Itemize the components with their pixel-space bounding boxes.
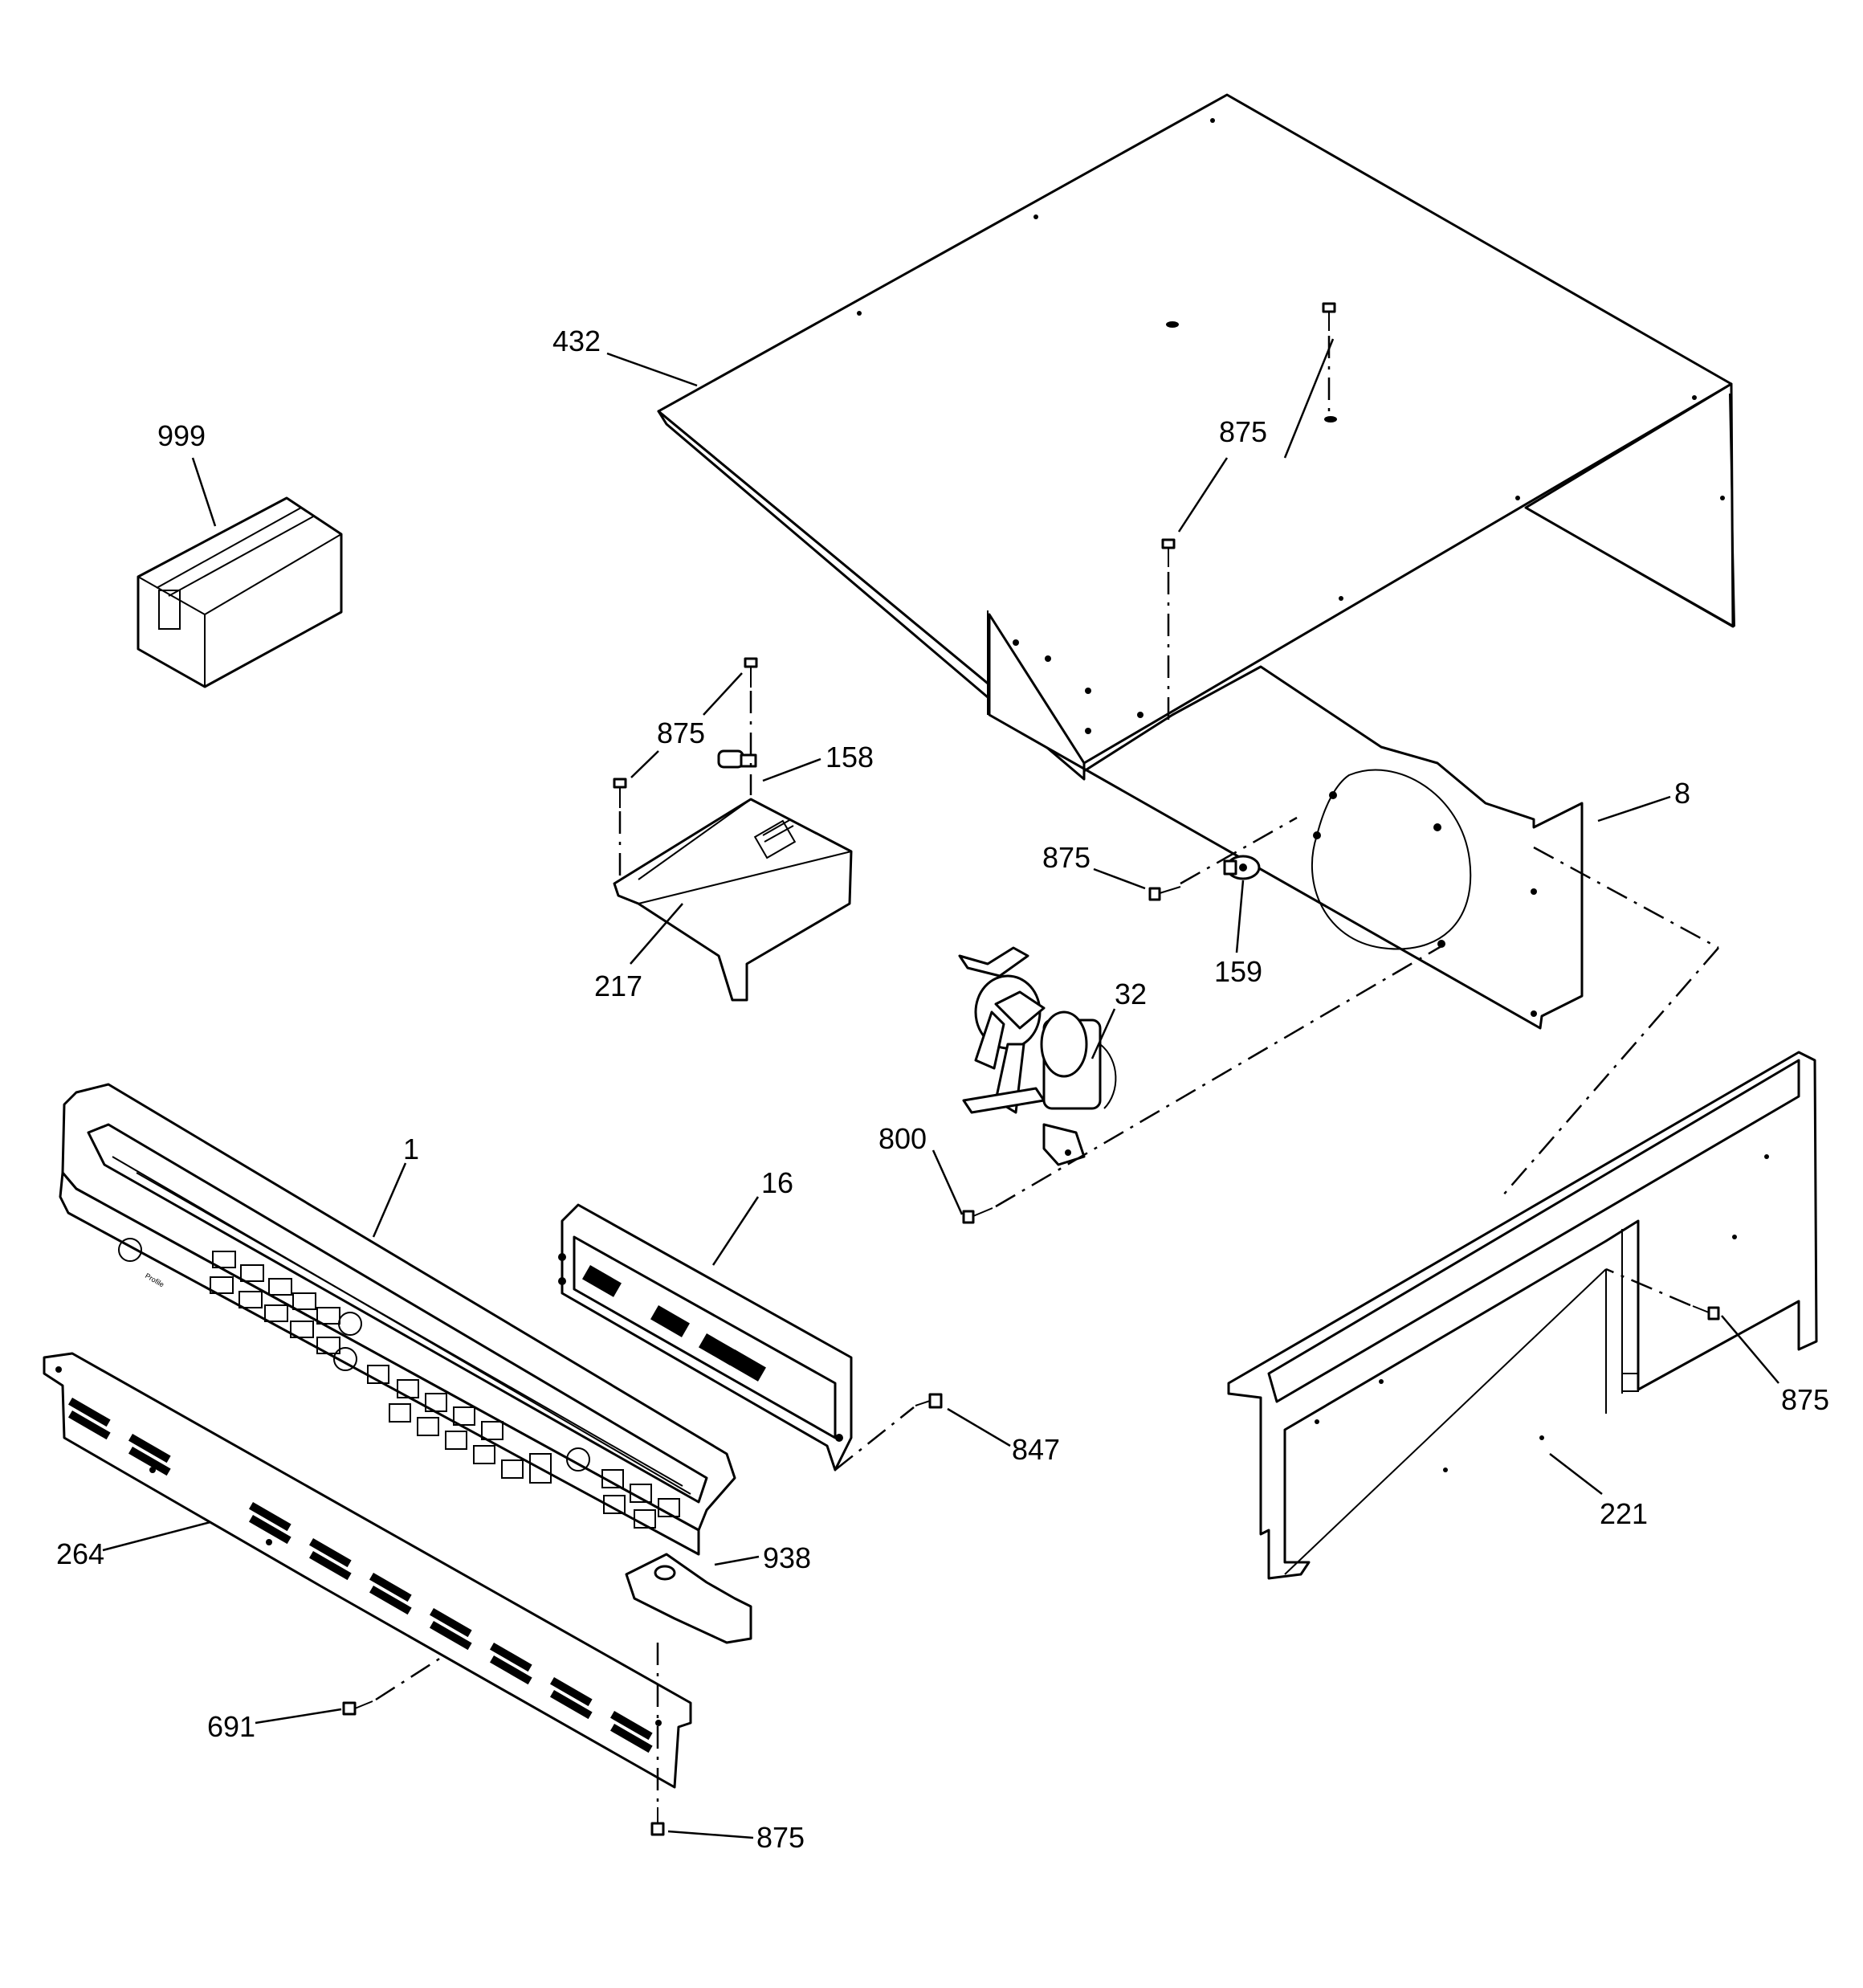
- part-432-top-cover: [657, 93, 1735, 781]
- callout-875-bracket: 875: [657, 716, 705, 749]
- screw-847: [915, 1393, 943, 1409]
- screw-875-right: [1692, 1305, 1720, 1321]
- callout-875-bottom: 875: [756, 1821, 805, 1854]
- screw-800: [962, 1207, 993, 1224]
- part-264-vent-trim: [43, 1352, 692, 1789]
- part-159-thermal-switch: [1223, 855, 1261, 880]
- callout-32: 32: [1115, 978, 1147, 1010]
- callout-875-fan: 875: [1042, 841, 1090, 874]
- part-221-side-panel: [1227, 1051, 1818, 1580]
- callout-16: 16: [761, 1166, 793, 1199]
- part-999-box: [137, 496, 343, 688]
- callout-847: 847: [1012, 1433, 1060, 1466]
- part-217-bracket: [613, 798, 853, 1002]
- callout-264: 264: [56, 1537, 104, 1570]
- svg-text:Profile: Profile: [144, 1272, 165, 1288]
- callout-691: 691: [207, 1710, 255, 1743]
- leader-lines: [102, 338, 1779, 1839]
- callout-labels: 432 999 875 875 158 8 875 32 159 217 1 1…: [56, 325, 1829, 1854]
- part-158-switch: [717, 749, 757, 769]
- screw-875-bracket-a: [744, 657, 758, 688]
- callout-800: 800: [879, 1122, 927, 1155]
- part-32-fan-motor: [958, 946, 1117, 1166]
- part-16-control-board: [558, 1203, 853, 1472]
- part-938-bracket: [625, 1553, 752, 1644]
- callout-432: 432: [552, 325, 601, 357]
- screw-875-bracket-b: [613, 778, 627, 808]
- callout-217: 217: [594, 970, 642, 1002]
- screws: [342, 302, 1720, 1836]
- callout-1: 1: [403, 1133, 419, 1165]
- control-keypad: [210, 1251, 680, 1529]
- assembly-lines: [375, 336, 1719, 1803]
- screw-875-top-a: [1322, 302, 1336, 331]
- vent-slots: [67, 1398, 653, 1753]
- screw-875-fan: [1148, 886, 1181, 901]
- callout-158: 158: [826, 741, 874, 774]
- screw-875-top-b: [1161, 538, 1176, 567]
- callout-875-top: 875: [1219, 415, 1267, 448]
- screw-691: [342, 1700, 373, 1716]
- callout-8: 8: [1674, 777, 1690, 810]
- part-1-control-panel: Profile: [59, 1083, 736, 1556]
- callout-999: 999: [157, 419, 206, 452]
- callout-875-right: 875: [1781, 1383, 1829, 1416]
- callout-221: 221: [1600, 1497, 1648, 1530]
- part-8-back-panel: [988, 613, 1584, 1030]
- callout-938: 938: [763, 1541, 811, 1574]
- screw-875-bottom: [650, 1807, 665, 1836]
- callout-159: 159: [1214, 955, 1262, 988]
